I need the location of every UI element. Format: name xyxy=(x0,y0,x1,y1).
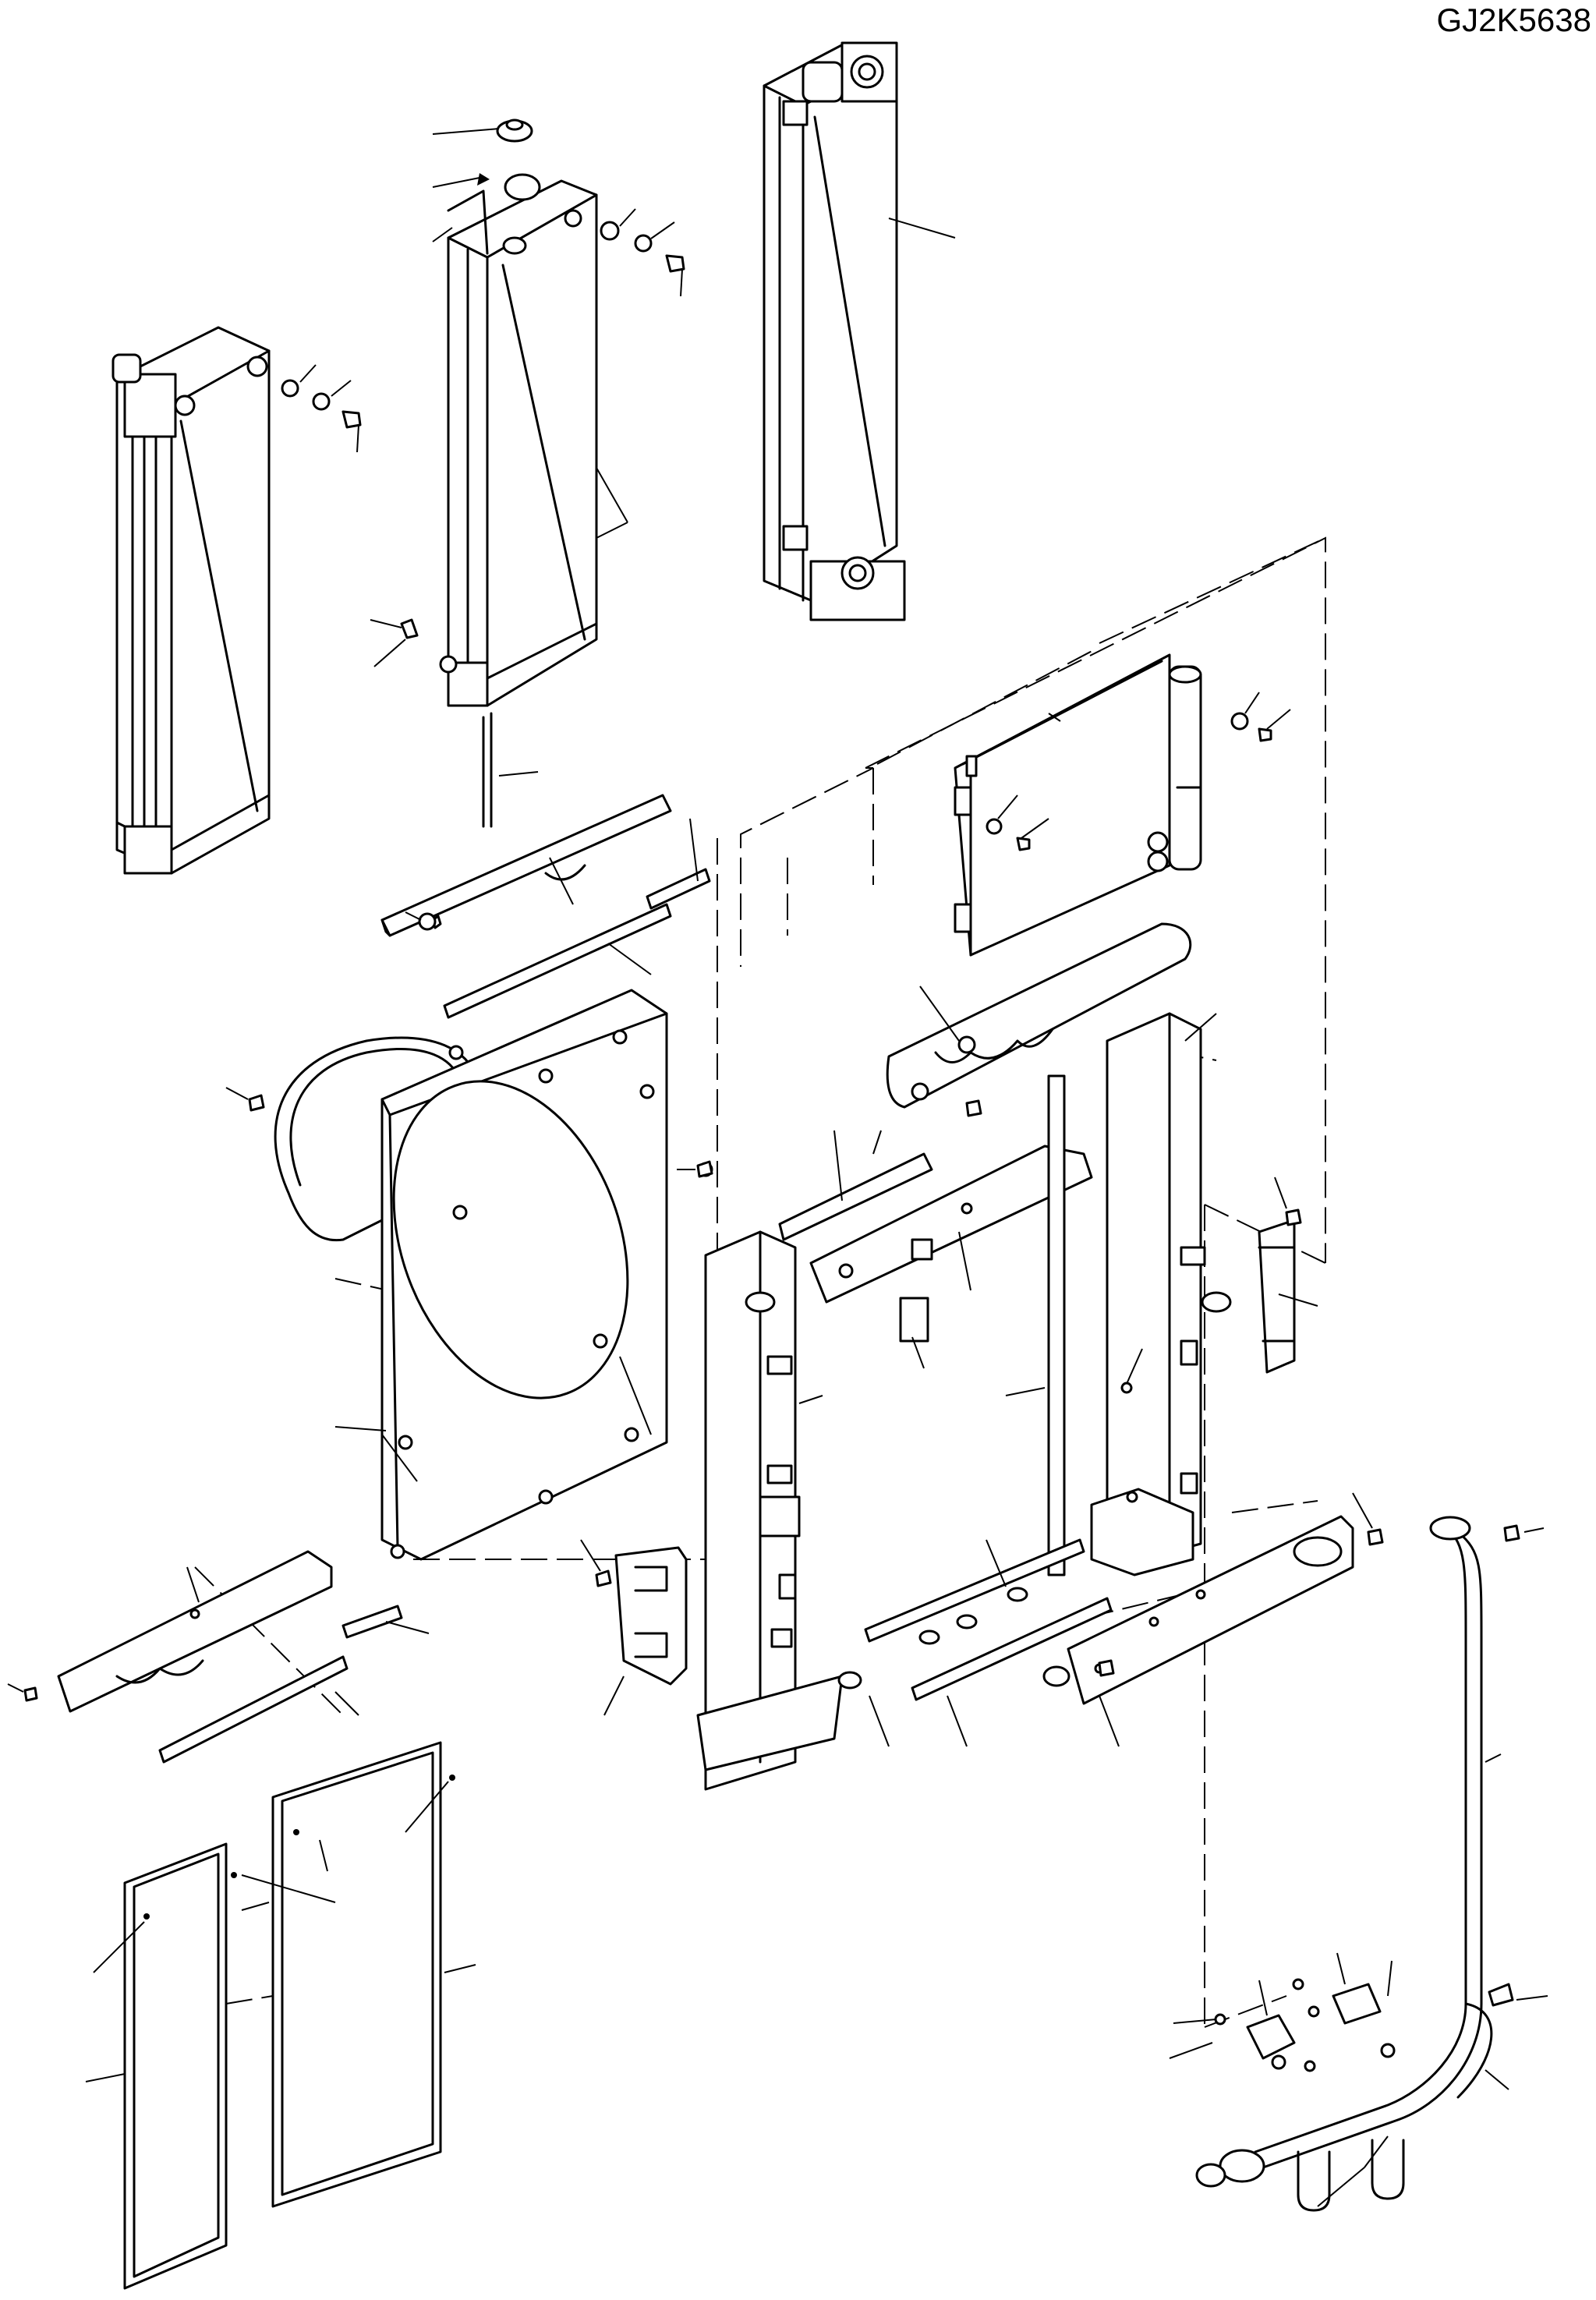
top-right-plate xyxy=(886,922,1192,1117)
radiator-middle xyxy=(439,173,598,828)
left-post xyxy=(580,1230,844,1791)
radiator-left-fasteners xyxy=(281,364,362,453)
radiator-middle-fasteners xyxy=(370,119,685,777)
lower-center-seals xyxy=(837,1538,1113,1747)
side-panels xyxy=(85,1741,476,2290)
center-rod xyxy=(1005,1074,1066,1576)
diagram-code-label: GJ2K5638 xyxy=(1436,2,1591,38)
exhaust-pipe xyxy=(1195,1516,1548,2188)
right-small-bracket xyxy=(1258,1177,1318,1374)
center-top-bracket xyxy=(778,1130,1093,1369)
radiator-left xyxy=(111,326,271,875)
oil-cooler xyxy=(763,41,956,621)
lower-right-bracket xyxy=(1042,1492,1384,1747)
fan-shroud xyxy=(225,989,713,1561)
lower-left-bracket xyxy=(7,1550,430,1764)
condenser xyxy=(954,653,1291,957)
exhaust-clamps xyxy=(1169,1952,1405,2212)
right-post xyxy=(1090,1012,1232,1576)
upper-seals xyxy=(380,794,711,1019)
